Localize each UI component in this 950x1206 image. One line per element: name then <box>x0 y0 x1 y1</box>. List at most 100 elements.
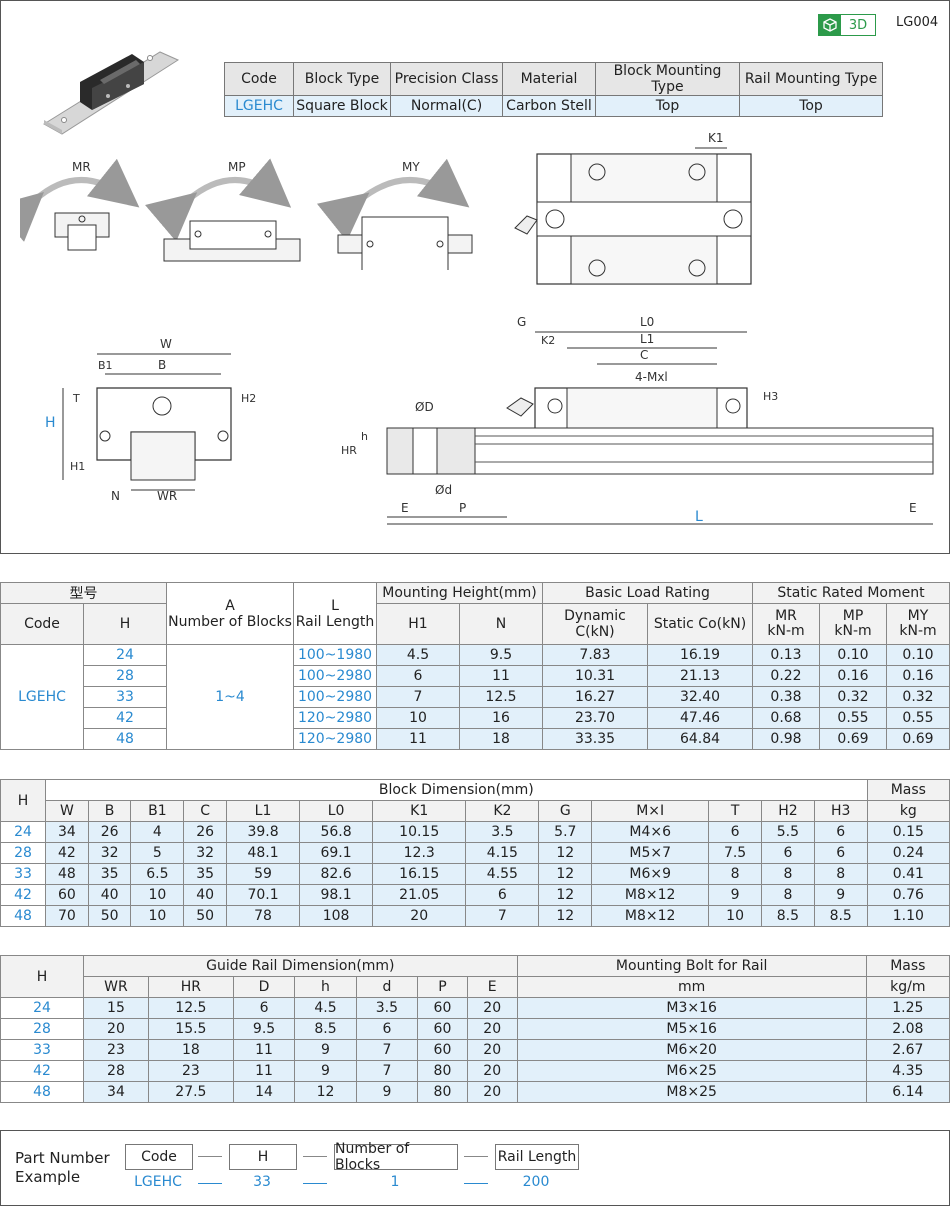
table-cell: 6 <box>813 842 868 864</box>
table-cell: 42 <box>0 1060 84 1082</box>
c-label: C <box>640 348 648 362</box>
table-cell: 6 <box>813 821 868 843</box>
table-cell: 0.16 <box>819 665 887 687</box>
t2-col-header: K1 <box>372 800 467 822</box>
table-cell: 20 <box>466 1018 518 1040</box>
table-cell: 7 <box>355 1060 419 1082</box>
e-right-label: E <box>909 501 917 515</box>
table-cell: 8 <box>708 863 762 885</box>
table-cell: 82.6 <box>299 863 374 885</box>
table-cell: 0.41 <box>866 863 950 885</box>
mp-label: MP <box>228 160 246 174</box>
k1-label: K1 <box>708 131 724 145</box>
table-cell: 9 <box>294 1039 357 1061</box>
table-cell: 5.5 <box>761 821 815 843</box>
table-cell: 6 <box>355 1018 419 1040</box>
table-cell: 98.1 <box>299 884 374 906</box>
pn-val-dash <box>303 1183 327 1184</box>
e-left-label: E <box>401 501 409 515</box>
t1-static-header: Static Co(kN) <box>647 603 753 645</box>
h1-label: H1 <box>70 460 85 473</box>
table-cell: M3×16 <box>516 997 867 1019</box>
table-cell: 4 <box>130 821 185 843</box>
table-cell: 8 <box>813 863 868 885</box>
spec-precision: Normal(C) <box>390 95 503 117</box>
pn-dash <box>198 1156 222 1157</box>
table-cell: 10 <box>130 884 185 906</box>
table-cell: 0.13 <box>752 644 820 666</box>
table-cell: 3.5 <box>465 821 540 843</box>
n-label: N <box>111 489 120 503</box>
table-cell: 0.16 <box>886 665 950 687</box>
t1-mounting-header: Mounting Height(mm) <box>376 582 543 604</box>
table-cell: 70.1 <box>226 884 301 906</box>
t3-group-header: Guide Rail Dimension(mm) <box>83 955 518 977</box>
table-cell: 9.5 <box>459 644 543 666</box>
t2-h-header: H <box>0 779 46 822</box>
t1-length-cell: 100~2980 <box>293 686 377 708</box>
d-label: Ød <box>435 483 452 497</box>
l-label: L <box>695 509 703 525</box>
table-cell: 9 <box>813 884 868 906</box>
table-cell: 0.32 <box>819 686 887 708</box>
table-cell: 78 <box>226 905 301 927</box>
table-cell: 9 <box>294 1060 357 1082</box>
mr-label: MR <box>72 160 91 174</box>
table-cell: 9 <box>708 884 762 906</box>
table-cell: 7.83 <box>542 644 648 666</box>
table-cell: 7 <box>465 905 540 927</box>
3d-badge[interactable]: 3D <box>818 14 876 36</box>
table-cell: 8 <box>761 884 815 906</box>
table-cell: 4.5 <box>376 644 460 666</box>
table-cell: 28 <box>0 842 46 864</box>
top-view-drawing: K1 <box>514 131 752 285</box>
table-cell: 0.24 <box>866 842 950 864</box>
table-cell: 42 <box>45 842 89 864</box>
table-cell: 2.08 <box>865 1018 950 1040</box>
table-cell: 6 <box>761 842 815 864</box>
table-cell: 12.3 <box>372 842 467 864</box>
hh-label: h <box>361 430 368 443</box>
table-cell: 56.8 <box>299 821 374 843</box>
table-cell: 48 <box>45 863 89 885</box>
table-cell: 12 <box>538 842 593 864</box>
table-cell: 16.27 <box>542 686 648 708</box>
table-cell: 34 <box>45 821 89 843</box>
table-cell: 0.10 <box>819 644 887 666</box>
front-section-drawing: W B1 B T H2 H H1 N WR <box>45 337 256 503</box>
pn-box-blocks: Number of Blocks <box>334 1141 458 1173</box>
table-cell: 12 <box>538 863 593 885</box>
my-label: MY <box>402 160 420 174</box>
t2-col-header: L1 <box>226 800 301 822</box>
pn-val-h: 33 <box>253 1174 271 1190</box>
table-cell: 15.5 <box>147 1018 234 1040</box>
table-cell: 10.15 <box>372 821 467 843</box>
table-cell: 21.05 <box>372 884 467 906</box>
table-cell: M6×25 <box>516 1060 867 1082</box>
t3-bolt-header: Mounting Bolt for Rail <box>516 955 867 977</box>
t3-col-header: HR <box>147 976 234 998</box>
table-cell: 21.13 <box>647 665 753 687</box>
t1-n-header: N <box>459 603 543 645</box>
table-cell: M4×6 <box>591 821 710 843</box>
t1-length-cell: 120~2980 <box>293 728 377 750</box>
table-cell: 0.55 <box>886 707 950 729</box>
spec-table: Code Block Type Precision Class Material… <box>224 62 883 117</box>
table-cell: 16.19 <box>647 644 753 666</box>
t1-moment-header: Static Rated Moment <box>752 582 950 604</box>
table-cell: 42 <box>0 884 46 906</box>
table-cell: M6×20 <box>516 1039 867 1061</box>
pn-box-length: Rail Length <box>495 1144 579 1170</box>
t1-length-cell: 100~1980 <box>293 644 377 666</box>
t1-code-cell: LGEHC <box>0 644 84 750</box>
